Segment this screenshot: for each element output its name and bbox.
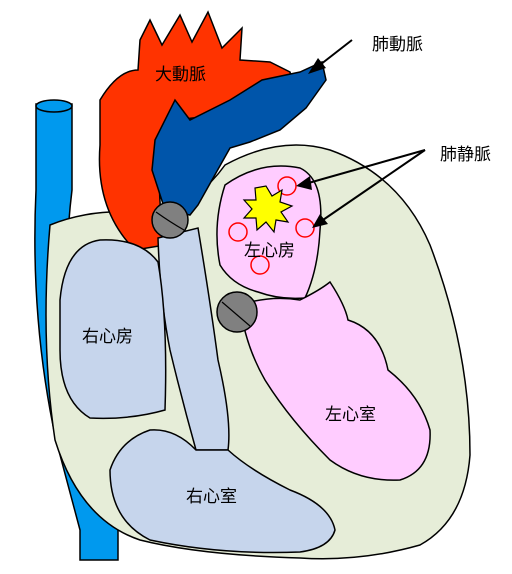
label-right-ventricle: 右心室 <box>186 487 237 507</box>
vena-cava-top <box>36 100 72 112</box>
label-right-atrium: 右心房 <box>82 327 133 347</box>
mitral-valve <box>217 292 257 332</box>
label-left-atrium: 左心房 <box>244 241 295 261</box>
label-aorta: 大動脈 <box>155 65 206 85</box>
aortic-valve <box>152 202 188 238</box>
label-pulmonary-artery: 肺動脈 <box>372 35 423 55</box>
label-pulmonary-veins: 肺静脈 <box>440 145 491 165</box>
label-left-ventricle: 左心室 <box>325 405 376 425</box>
